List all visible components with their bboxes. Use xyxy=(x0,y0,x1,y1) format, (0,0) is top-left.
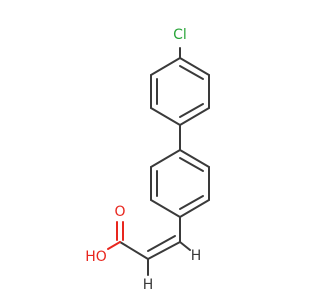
hydroxyl-label: HO xyxy=(85,249,107,265)
bond-ring2-c-inner xyxy=(179,195,204,210)
bond-vinyl-h-beta xyxy=(179,241,191,251)
bond-ring1-c xyxy=(179,107,210,126)
bond-vinyl-double xyxy=(147,241,181,260)
vinyl-h-beta-label: H xyxy=(191,248,202,264)
bond-ring1-a-inner xyxy=(179,65,204,80)
bond-vinyl-carboxyl xyxy=(119,241,149,260)
bond-ring2-f xyxy=(150,149,181,168)
bond-ring2-d xyxy=(150,199,181,218)
bond-ring2-c xyxy=(179,199,210,218)
bond-c-oh xyxy=(107,241,121,250)
bond-ring1-f xyxy=(150,57,181,76)
vinyl-h-alpha-label: H xyxy=(143,277,154,293)
bond-layer xyxy=(107,47,210,276)
bond-ring1-d xyxy=(150,107,181,126)
carbonyl-oxygen-label: O xyxy=(114,204,125,220)
atom-label-layer: Cl O HO H H xyxy=(85,27,201,293)
bond-vinyl-double-inner xyxy=(147,235,176,252)
bond-ring2-a-inner xyxy=(179,157,204,172)
bond-ring1-a xyxy=(179,57,210,76)
bond-ring2-a xyxy=(179,149,210,168)
structure-diagram: Cl O HO H H xyxy=(85,27,210,293)
chlorine-label: Cl xyxy=(173,27,187,43)
bond-ring1-c-inner xyxy=(179,103,204,118)
